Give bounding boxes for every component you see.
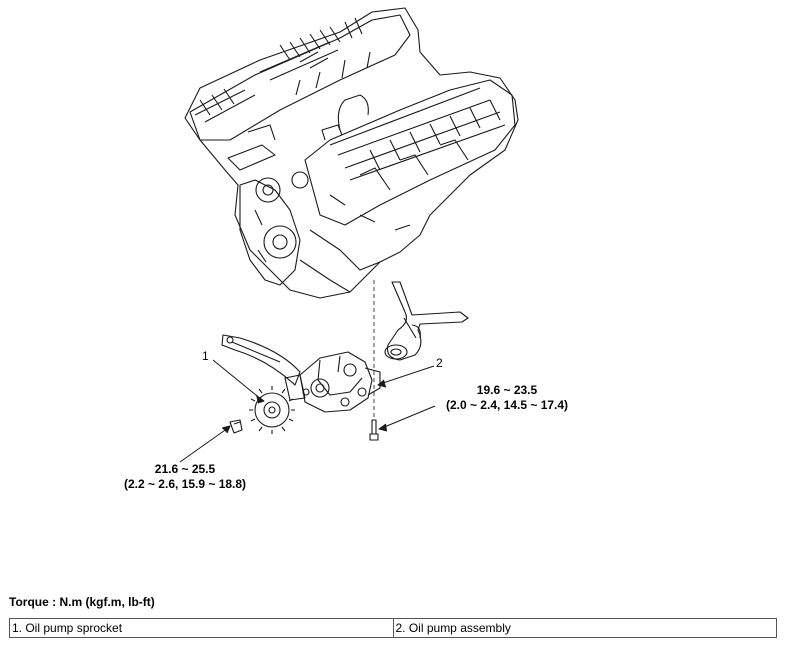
oil-pump-assembly xyxy=(284,351,381,413)
legend-row: 1. Oil pump sprocket 2. Oil pump assembl… xyxy=(9,618,777,638)
parts-legend-table: 1. Oil pump sprocket 2. Oil pump assembl… xyxy=(9,618,777,638)
engine-oil-pump-diagram xyxy=(179,7,519,463)
oil-pickup-tube xyxy=(384,281,469,361)
torque-nm-value: 21.6 ~ 25.5 xyxy=(154,462,216,476)
torque-nm-value: 19.6 ~ 23.5 xyxy=(476,383,538,397)
torque-spec-sprocket-bolt: 21.6 ~ 25.5 (2.2 ~ 2.6, 15.9 ~ 18.8) xyxy=(110,462,260,492)
legend-item-oil-pump-sprocket: 1. Oil pump sprocket xyxy=(9,618,394,638)
engine-block xyxy=(184,7,519,299)
torque-alt-values: (2.0 ~ 2.4, 14.5 ~ 17.4) xyxy=(445,398,569,412)
pump-mounting-bolt xyxy=(369,419,379,441)
legend-item-oil-pump-assembly: 2. Oil pump assembly xyxy=(392,618,777,638)
torque-spec-pump-bolt: 19.6 ~ 23.5 (2.0 ~ 2.4, 14.5 ~ 17.4) xyxy=(432,383,582,413)
callout-1: 1 xyxy=(202,349,209,363)
oil-pump-bracket xyxy=(221,334,301,386)
torque-units-title: Torque : N.m (kgf.m, lb-ft) xyxy=(9,595,155,609)
sprocket-bolt xyxy=(229,419,243,434)
leader-lines xyxy=(179,359,436,463)
callout-2: 2 xyxy=(436,356,443,370)
torque-alt-values: (2.2 ~ 2.6, 15.9 ~ 18.8) xyxy=(123,477,247,491)
